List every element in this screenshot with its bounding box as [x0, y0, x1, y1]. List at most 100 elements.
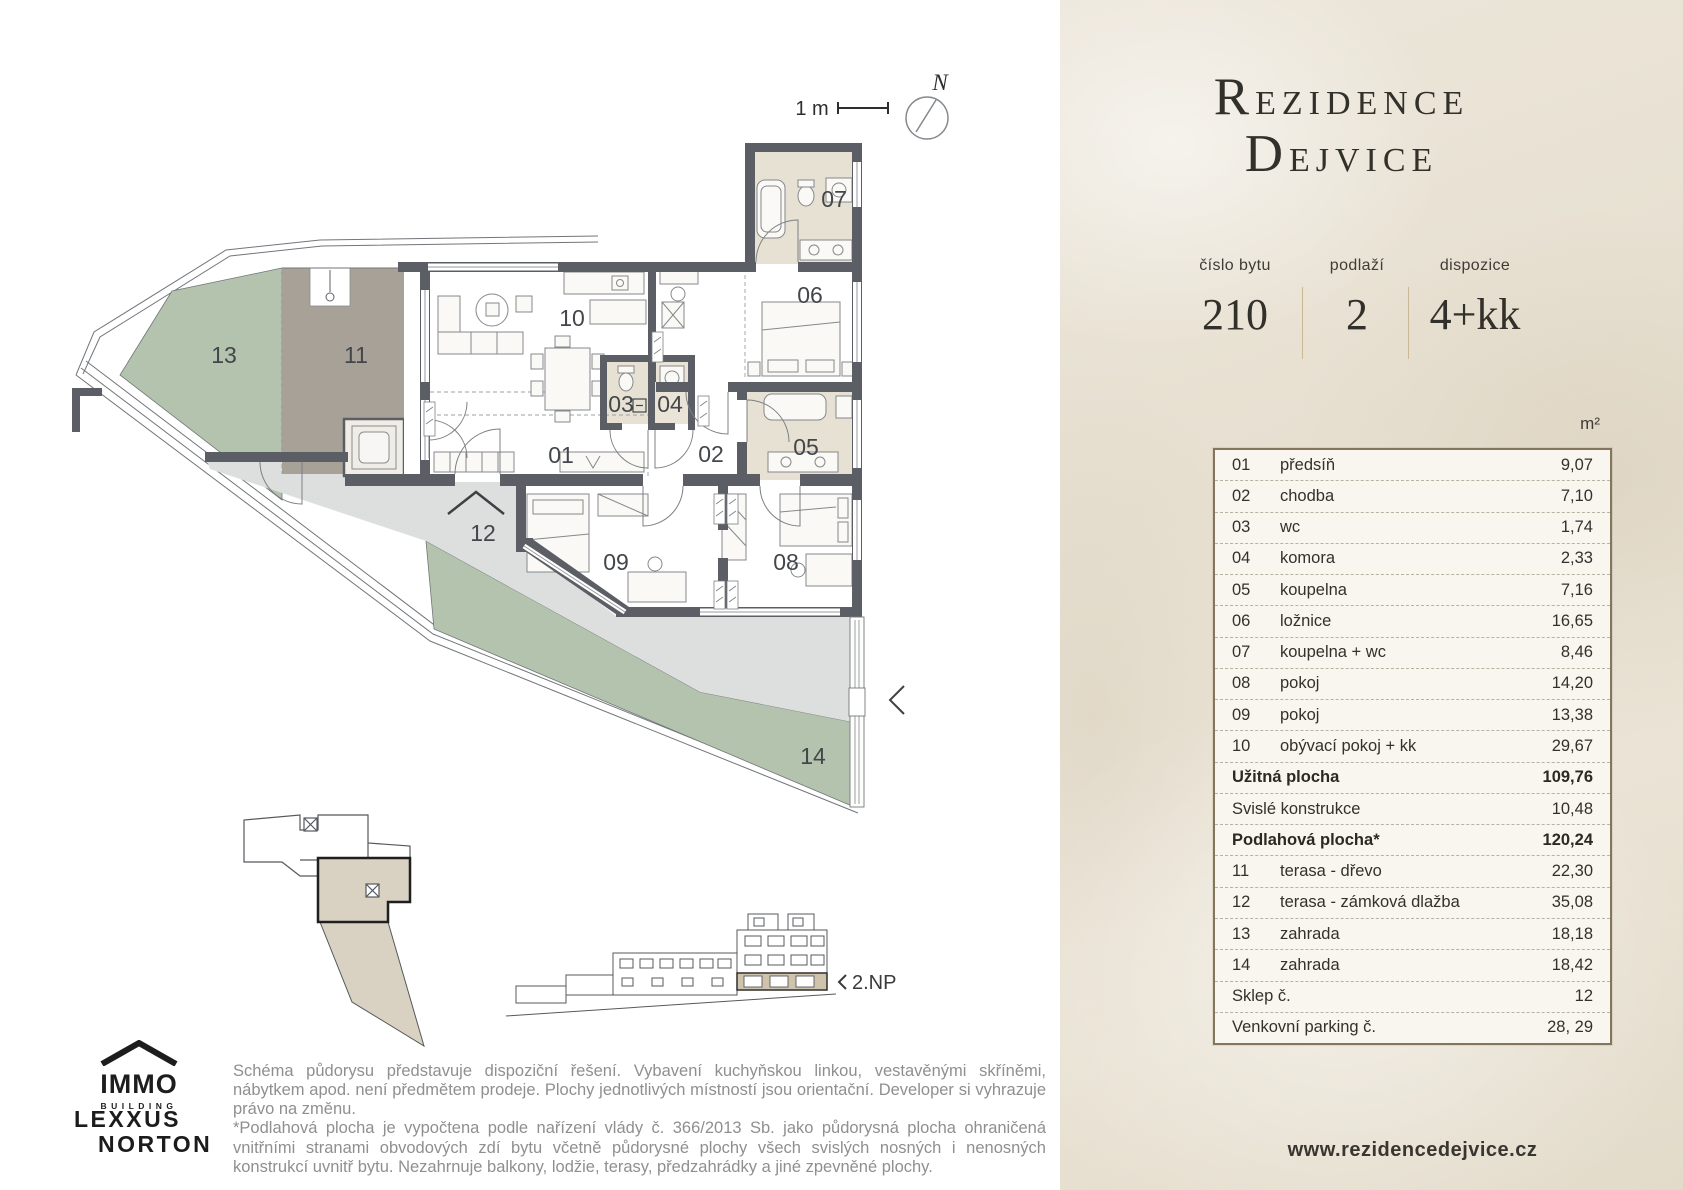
square-meters-header: m² — [1580, 414, 1600, 433]
website-link[interactable]: www.rezidencedejvice.cz — [1213, 1139, 1612, 1162]
row-number: 09 — [1232, 705, 1251, 724]
row-value: 14,20 — [1551, 674, 1593, 693]
layout-cell: dispozice 4+kk — [1400, 257, 1550, 340]
room-label-11: 11 — [344, 342, 368, 368]
row-number: 13 — [1232, 924, 1251, 943]
terrace-12-shape — [207, 461, 852, 722]
disclaimer-paragraph-2: *Podlahová plocha je vypočtena podle nař… — [233, 1119, 1046, 1176]
room-label-01: 01 — [548, 442, 574, 468]
compass-icon: N — [905, 70, 949, 140]
entrance-chevron-icon — [447, 490, 505, 515]
row-value: 16,65 — [1551, 611, 1593, 630]
table-row: 13 zahrada 18,18 — [1215, 919, 1610, 951]
row-label: koupelna + wc — [1280, 643, 1386, 662]
info-panel: Rezidence Dejvice číslo bytu 210 podlaží… — [1060, 0, 1683, 1190]
row-label: Užitná plocha — [1232, 768, 1340, 787]
project-title-line2: Dejvice — [1244, 125, 1439, 183]
row-value: 12 — [1574, 987, 1593, 1006]
table-row: 14 zahrada 18,42 — [1215, 950, 1610, 982]
lexxus-logo-line2: NORTON — [98, 1131, 213, 1157]
north-label: N — [931, 70, 949, 95]
scale-bar: 1 m — [795, 98, 889, 120]
room-label-07: 07 — [821, 186, 847, 212]
row-label: terasa - zámková dlažba — [1280, 893, 1460, 912]
row-value: 120,24 — [1542, 830, 1593, 849]
table-row: Užitná plocha 109,76 — [1215, 763, 1610, 794]
scale-label: 1 m — [795, 98, 828, 120]
row-label: obývací pokoj + kk — [1280, 737, 1417, 756]
row-label: koupelna — [1280, 580, 1347, 599]
room-label-13: 13 — [211, 342, 237, 368]
elevation-drawing — [505, 913, 837, 1017]
row-value: 1,74 — [1560, 518, 1593, 537]
layout-label: dispozice — [1439, 257, 1511, 274]
room-label-05: 05 — [793, 434, 819, 460]
floor-cell: podlaží 2 — [1282, 257, 1432, 340]
table-row: Podlahová plocha*120,24 — [1215, 825, 1610, 857]
row-value: 7,16 — [1560, 580, 1593, 599]
row-number: 14 — [1232, 955, 1251, 974]
windows — [421, 162, 866, 808]
room-label-09: 09 — [603, 549, 629, 575]
roof-icon — [100, 1039, 178, 1067]
skylight-icon — [342, 417, 406, 478]
wc-symbol-icon — [632, 398, 647, 413]
row-label: komora — [1280, 549, 1336, 568]
row-value: 35,08 — [1551, 893, 1593, 912]
row-number: 08 — [1232, 674, 1251, 693]
row-label: pokoj — [1280, 674, 1320, 693]
doors — [259, 219, 801, 527]
row-number: 11 — [1232, 862, 1250, 881]
row-label: zahrada — [1280, 955, 1340, 974]
lamp-icon — [325, 270, 335, 302]
row-label: terasa - dřevo — [1280, 862, 1382, 881]
lexxus-norton-logo: LEXXUS NORTON — [74, 1106, 212, 1158]
row-label: Sklep č. — [1232, 987, 1291, 1006]
row-label: předsíň — [1280, 455, 1336, 474]
table-row: Sklep č. 12 — [1215, 982, 1610, 1013]
project-title: Rezidence Dejvice — [1060, 68, 1623, 186]
project-title-line1: Rezidence — [1213, 68, 1470, 126]
table-row: Venkovní parking č.28, 29 — [1215, 1013, 1610, 1043]
table-row: 11 terasa - dřevo 22,30 — [1215, 856, 1610, 888]
row-value: 109,76 — [1542, 768, 1593, 787]
row-value: 18,18 — [1551, 924, 1593, 943]
floor-label: podlaží — [1329, 257, 1385, 274]
site-plan-thumbnail — [243, 814, 425, 1048]
floor-plan-drawing: 13 11 10 01 02 03 04 05 06 07 08 09 12 1… — [72, 70, 949, 1048]
disclaimer-text: Schéma půdorysu představuje dispoziční ř… — [233, 1062, 1046, 1177]
row-number: 06 — [1232, 611, 1251, 630]
room-label-06: 06 — [797, 282, 823, 308]
lexxus-logo-line1: LEXXUS — [74, 1106, 182, 1132]
room-labels: 13 11 10 01 02 03 04 05 06 07 08 09 12 1… — [211, 186, 847, 769]
row-label: Svislé konstrukce — [1232, 799, 1361, 818]
row-number: 04 — [1232, 549, 1251, 568]
row-number: 03 — [1232, 518, 1251, 537]
info-separator — [1302, 287, 1303, 359]
level-label: 2.NP — [852, 972, 896, 994]
room-label-10: 10 — [559, 305, 585, 331]
row-value: 9,07 — [1560, 455, 1593, 474]
floor-plan-area: 13 11 10 01 02 03 04 05 06 07 08 09 12 1… — [72, 70, 1046, 1177]
row-value: 22,30 — [1551, 862, 1593, 881]
room-label-08: 08 — [773, 549, 799, 575]
website-url[interactable]: www.rezidencedejvice.cz — [1287, 1139, 1538, 1161]
view-chevron-icon — [888, 685, 905, 715]
row-value: 18,42 — [1551, 955, 1593, 974]
unit-number-label: číslo bytu — [1199, 257, 1271, 274]
disclaimer-paragraph-1: Schéma půdorysu představuje dispoziční ř… — [233, 1062, 1046, 1119]
row-label: zahrada — [1280, 924, 1340, 943]
row-value: 7,10 — [1560, 486, 1593, 505]
unit-number-value: 210 — [1202, 290, 1268, 339]
